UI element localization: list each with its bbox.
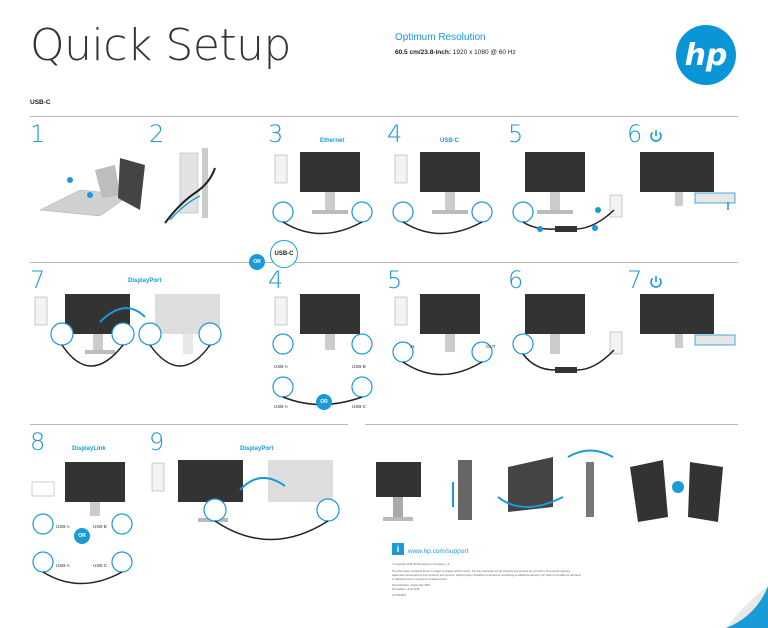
first-edition-text: First Edition: June 2018 xyxy=(392,588,420,591)
or-badge: OR xyxy=(74,528,90,544)
part-number: L07158-B22 xyxy=(392,594,407,597)
label-usb-a: USB-A xyxy=(56,524,70,529)
step-number: 9 xyxy=(149,428,165,456)
disclaimer-line: The information contained herein is subj… xyxy=(392,570,571,573)
power-connection-illustration xyxy=(512,152,623,232)
label-usb-b: USB-B xyxy=(352,364,366,369)
step-number: 7 xyxy=(30,266,46,294)
step-number: 5 xyxy=(508,120,524,148)
page-curl-icon[interactable] xyxy=(726,586,768,628)
usb-alt-illustration xyxy=(272,376,373,406)
usbc-badge: USB-C xyxy=(270,240,298,268)
rule-top xyxy=(30,116,738,117)
step-number: 3 xyxy=(268,120,284,148)
info-icon: i xyxy=(392,543,404,555)
step-number: 7 xyxy=(627,266,643,294)
label-usb-c: USB-C xyxy=(352,404,367,409)
label-usb-c: USB-C xyxy=(93,563,108,568)
disclaimer-line: or editorial errors or omissions contain… xyxy=(392,578,448,581)
displaylink-illustration xyxy=(31,462,133,585)
hp-logo: hp xyxy=(676,25,736,85)
label-in: IN xyxy=(410,344,415,349)
label-usb-a: USB-A xyxy=(56,563,70,568)
label-usb-a: USB-A xyxy=(274,404,288,409)
power-icon xyxy=(650,130,662,142)
ethernet-connection-illustration xyxy=(272,152,373,235)
usb-upstream-illustration xyxy=(272,294,373,355)
rule-bottom-left xyxy=(30,424,348,425)
step-number: 5 xyxy=(387,266,403,294)
rule-bottom-right xyxy=(365,424,738,425)
power-connection-illustration xyxy=(512,294,623,373)
step-number: 1 xyxy=(30,120,46,148)
label-usb-a: USB-A xyxy=(274,364,288,369)
resolution-heading: Optimum Resolution xyxy=(395,32,486,43)
caption-displaylink: DisplayLink xyxy=(72,446,106,452)
resolution-text: 60.5 cm/23.8-inch: 1920 x 1080 @ 60 Hz xyxy=(395,49,516,56)
power-icon xyxy=(650,276,662,288)
stand-assembly-illustration xyxy=(39,158,145,217)
or-badge: OR xyxy=(316,394,332,410)
or-badge: OR xyxy=(249,254,265,270)
resolution-value: 1920 x 1080 @ 60 Hz xyxy=(451,49,516,56)
step-number: 4 xyxy=(387,120,403,148)
power-on-illustration xyxy=(640,152,736,210)
caption-displayport: DisplayPort xyxy=(128,278,162,284)
page-title: Quick Setup xyxy=(30,20,291,71)
label-usb-b: USB-B xyxy=(93,524,107,529)
rule-middle xyxy=(30,262,738,263)
support-link[interactable]: www.hp.com/support xyxy=(408,548,469,555)
section-label: USB-C xyxy=(30,99,51,106)
cable-management-illustration xyxy=(164,148,216,224)
step-number: 2 xyxy=(149,120,165,148)
displayport-chain-illustration xyxy=(34,294,222,367)
label-out: OUT xyxy=(486,344,496,349)
resolution-size: 60.5 cm/23.8-inch: xyxy=(395,49,451,56)
step-number: 4 xyxy=(268,266,284,294)
copyright: © Copyright 2018 HP Development Company,… xyxy=(392,563,450,566)
step-number: 6 xyxy=(508,266,524,294)
caption-ethernet: Ethernet xyxy=(320,138,345,144)
usbc-connection-illustration xyxy=(392,152,493,235)
step-number: 6 xyxy=(627,120,643,148)
caption-displayport: DisplayPort xyxy=(240,446,274,452)
disclaimer-line: statements accompanying such products an… xyxy=(392,574,581,577)
edition-text: Second Edition: September 2018 xyxy=(392,584,431,587)
power-on-illustration xyxy=(640,294,736,348)
caption-usbc: USB-C xyxy=(440,138,459,144)
step-number: 8 xyxy=(30,428,46,456)
video-in-out-illustration xyxy=(392,294,493,376)
monitor-adjustment-illustration xyxy=(376,449,723,522)
displayport-chain-illustration xyxy=(151,460,340,541)
